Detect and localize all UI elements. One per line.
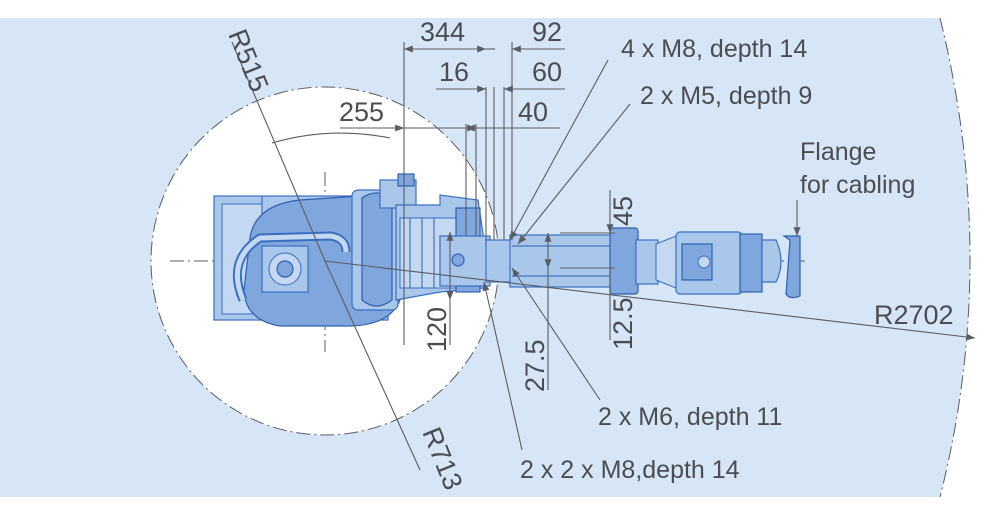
callout-flange-line1: Flange [800, 138, 876, 166]
dim-120: 120 [422, 307, 452, 352]
dim-344: 344 [420, 17, 465, 47]
r2702-line [324, 260, 976, 341]
flange [761, 239, 782, 283]
dim-92: 92 [532, 17, 562, 47]
callout-flange-line2: for cabling [800, 171, 915, 199]
dim-27-5: 27.5 [520, 339, 550, 392]
dim-60: 60 [532, 57, 562, 87]
callout-4xm8: 4 x M8, depth 14 [621, 35, 807, 63]
robot-arm [213, 173, 801, 327]
dim-40: 40 [518, 97, 548, 127]
r515-arc [271, 132, 391, 144]
outer-boundary-arc [939, 17, 971, 498]
dim-16: 16 [439, 57, 469, 87]
callout-2x2xm8: 2 x 2 x M8,depth 14 [520, 456, 740, 484]
dim-255: 255 [339, 97, 384, 127]
r713-line [324, 260, 421, 471]
radius-r2702: R2702 [874, 300, 954, 330]
callout-2xm5: 2 x M5, depth 9 [640, 82, 812, 110]
forearm [509, 234, 621, 288]
dim-45: 45 [608, 196, 638, 226]
dim-12-5: 12.5 [608, 297, 638, 350]
callout-2xm6: 2 x M6, depth 11 [598, 403, 782, 431]
r515-line [231, 41, 326, 262]
